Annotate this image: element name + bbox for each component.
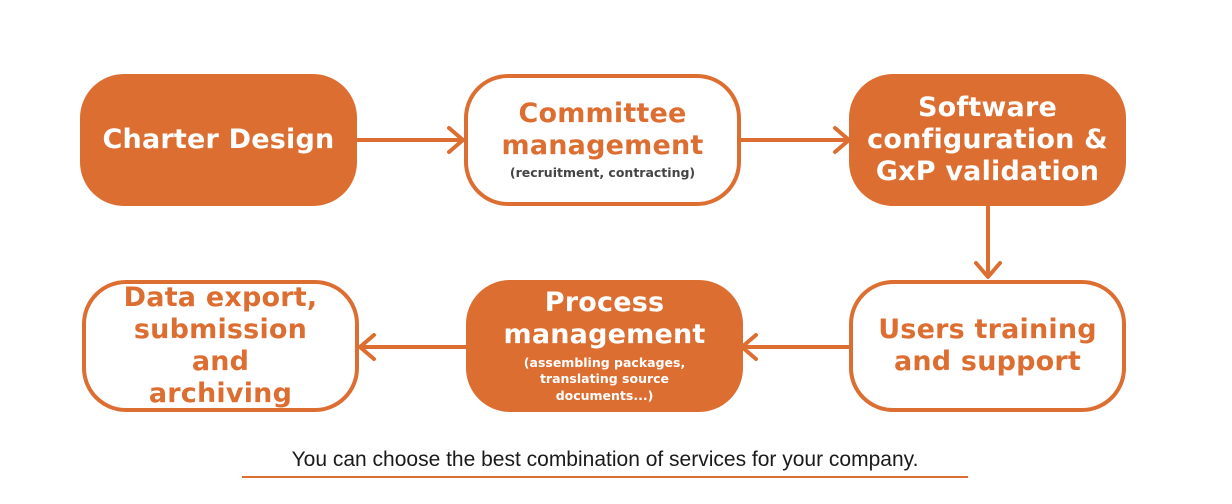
- step-title: Charter Design: [102, 124, 335, 156]
- step-title: Users training and support: [878, 314, 1097, 377]
- arrowhead-5-6: [358, 333, 376, 361]
- step-title: Committee management: [501, 97, 704, 161]
- step-committee-management: Committee management (recruitment, contr…: [464, 74, 741, 206]
- step-process-management: Process management (assembling packages,…: [466, 280, 743, 412]
- step-software-configuration: Software configuration & GxP validation: [849, 74, 1126, 206]
- step-users-training: Users training and support: [849, 280, 1126, 412]
- step-title: Data export, submission and archiving: [123, 282, 318, 409]
- step-charter-design: Charter Design: [80, 74, 357, 206]
- step-subtitle: (assembling packages, translating source…: [523, 354, 686, 404]
- footer-note: You can choose the best combination of s…: [291, 448, 919, 471]
- arrowhead-3-4: [974, 261, 1002, 279]
- arrowhead-1-2: [447, 126, 465, 154]
- step-data-export: Data export, submission and archiving: [82, 280, 359, 412]
- step-subtitle: (recruitment, contracting): [509, 165, 696, 181]
- step-title: Software configuration & GxP validation: [867, 92, 1108, 187]
- step-title: Process management: [503, 286, 706, 350]
- footer-underline: [242, 476, 968, 478]
